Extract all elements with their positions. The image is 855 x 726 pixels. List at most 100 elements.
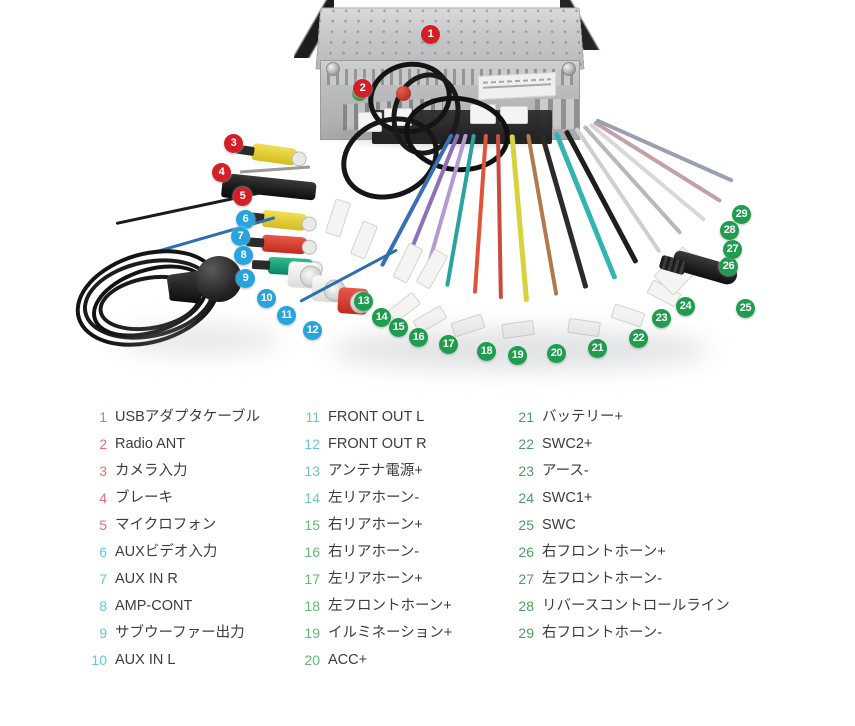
legend-number-26: 26 (518, 544, 534, 560)
legend-label-18: 左フロントホーン+ (328, 598, 452, 614)
legend-label-15: 右リアホーン+ (328, 517, 423, 533)
legend-number-15: 15 (304, 517, 320, 533)
legend-column-3: 21 バッテリー+ 22 SWC2+ 23 アース- 24 SWC1+ 25 SWC 26 右フロント… (512, 404, 730, 647)
legend-label-5: マイクロフォン (115, 517, 217, 533)
callout-marker-21: 21 (588, 339, 607, 358)
rca-yellow-video (251, 142, 299, 167)
legend-number-20: 20 (304, 652, 320, 668)
connector-white-a (358, 112, 382, 132)
wire-yellow (509, 134, 530, 303)
legend-number-6: 6 (99, 544, 107, 560)
wire-tag-8 (324, 198, 352, 238)
callout-marker-20: 20 (547, 344, 566, 363)
legend-number-14: 14 (304, 490, 320, 506)
callout-marker-27: 27 (723, 240, 742, 259)
callout-marker-17: 17 (439, 335, 458, 354)
legend-label-22: SWC2+ (542, 436, 593, 452)
legend-label-23: アース- (542, 463, 589, 479)
legend-label-25: SWC (542, 517, 576, 533)
legend-item-14: 14 左リアホーン- (298, 485, 452, 512)
legend-number-2: 2 (99, 436, 107, 452)
legend-label-2: Radio ANT (115, 436, 186, 452)
legend-item-3: 3 カメラ入力 (85, 458, 260, 485)
legend-label-16: 右リアホーン- (328, 544, 420, 560)
callout-marker-22: 22 (629, 329, 648, 348)
legend-item-9: 9 サブウーファー出力 (85, 620, 260, 647)
legend-item-26: 26 右フロントホーン+ (512, 539, 730, 566)
legend-label-17: 左リアホーン+ (328, 571, 423, 587)
legend-label-3: カメラ入力 (115, 463, 188, 479)
legend-label-21: バッテリー+ (542, 409, 623, 425)
connector-white-c (470, 104, 496, 124)
connector-white-d (500, 106, 528, 124)
callout-marker-26: 26 (719, 257, 738, 276)
legend-label-9: サブウーファー出力 (115, 625, 245, 641)
mic-shadow (120, 326, 280, 354)
legend-number-24: 24 (518, 490, 534, 506)
legend-item-21: 21 バッテリー+ (512, 404, 730, 431)
screw-left (326, 62, 340, 76)
legend-label-29: 右フロントホーン- (542, 625, 663, 641)
legend-label-14: 左リアホーン- (328, 490, 420, 506)
callout-marker-7: 7 (231, 227, 250, 246)
wire-gray (582, 124, 683, 236)
callout-marker-8: 8 (234, 246, 253, 265)
legend-item-20: 20 ACC+ (298, 647, 452, 674)
legend-number-3: 3 (99, 463, 107, 479)
callout-marker-9: 9 (236, 269, 255, 288)
mic-head (196, 256, 242, 302)
legend-number-27: 27 (518, 571, 534, 587)
legend-label-13: アンテナ電源+ (328, 463, 423, 479)
legend-label-24: SWC1+ (542, 490, 593, 506)
red-button (396, 86, 411, 101)
wire-bluegray (595, 118, 734, 183)
wire-red (496, 133, 503, 300)
legend-number-4: 4 (99, 490, 107, 506)
callout-marker-23: 23 (652, 309, 671, 328)
callout-marker-25: 25 (736, 299, 755, 318)
legend-number-12: 12 (304, 436, 320, 452)
legend-item-15: 15 右リアホーン+ (298, 512, 452, 539)
callout-marker-15: 15 (389, 318, 408, 337)
rca-red-audio (261, 234, 309, 255)
legend-number-22: 22 (518, 436, 534, 452)
callout-marker-1: 1 (421, 25, 440, 44)
callout-marker-24: 24 (676, 297, 695, 316)
legend-number-25: 25 (518, 517, 534, 533)
legend-item-24: 24 SWC1+ (512, 485, 730, 512)
legend-number-23: 23 (518, 463, 534, 479)
callout-marker-29: 29 (732, 205, 751, 224)
legend-number-9: 9 (99, 625, 107, 641)
legend-item-22: 22 SWC2+ (512, 431, 730, 458)
wire-tag-6 (610, 303, 646, 328)
callout-marker-19: 19 (508, 346, 527, 365)
legend-label-7: AUX IN R (115, 571, 178, 587)
connector-white-b (384, 108, 412, 126)
callout-marker-11: 11 (277, 306, 296, 325)
legend-item-23: 23 アース- (512, 458, 730, 485)
legend-label-26: 右フロントホーン+ (542, 544, 666, 560)
legend-label-28: リバースコントロールライン (542, 598, 730, 614)
callout-marker-28: 28 (720, 221, 739, 240)
legend-number-10: 10 (91, 652, 107, 668)
callout-marker-2: 2 (353, 79, 372, 98)
legend-number-13: 13 (304, 463, 320, 479)
antenna-wire (239, 165, 311, 174)
legend-label-10: AUX IN L (115, 652, 176, 668)
legend-number-1: 1 (99, 409, 107, 425)
legend-label-20: ACC+ (328, 652, 368, 668)
legend-number-21: 21 (518, 409, 534, 425)
legend-item-13: 13 アンテナ電源+ (298, 458, 452, 485)
